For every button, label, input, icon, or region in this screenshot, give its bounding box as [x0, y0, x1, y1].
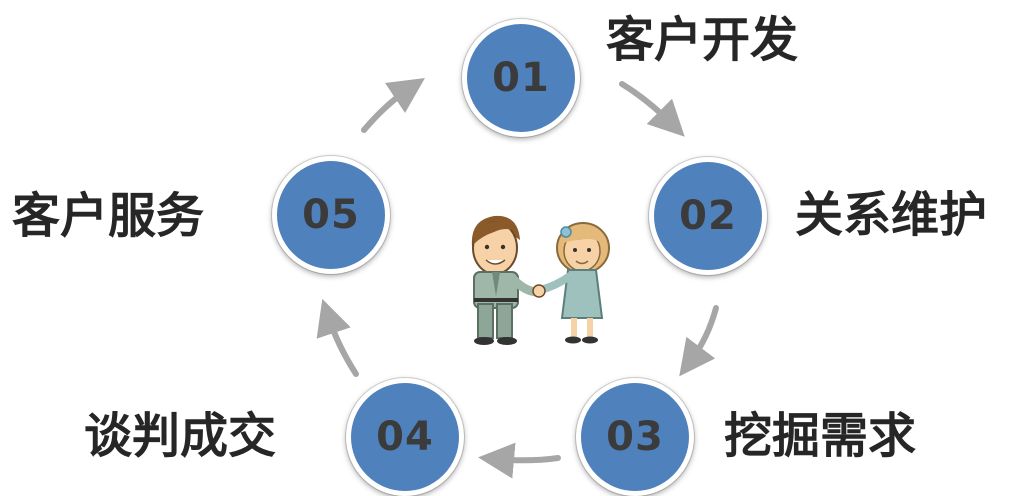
step-node-01: 01 [462, 19, 580, 137]
man-figure [471, 215, 543, 345]
woman-figure [536, 222, 610, 344]
step-node-02: 02 [649, 157, 767, 275]
step-node-05: 05 [272, 156, 390, 274]
handshake [532, 284, 546, 298]
step-number: 04 [376, 414, 434, 460]
step-number: 01 [492, 55, 550, 101]
step-label-04: 谈判成交 [84, 408, 277, 464]
step-label-02: 关系维护 [795, 187, 988, 243]
arrow-04-to-05 [316, 298, 359, 377]
step-label-01: 客户开发 [606, 12, 799, 68]
step-number: 02 [679, 193, 737, 239]
arrow-03-to-04 [478, 442, 561, 479]
arrow-05-to-01 [361, 78, 425, 133]
step-number: 05 [302, 192, 360, 238]
arrow-02-to-03 [679, 305, 719, 377]
step-node-03: 03 [576, 378, 694, 496]
step-node-04: 04 [346, 378, 464, 496]
step-label-03: 挖掘需求 [724, 408, 917, 464]
arrow-01-to-02 [619, 81, 685, 137]
step-number: 03 [606, 414, 664, 460]
step-label-05: 客户服务 [12, 188, 205, 244]
